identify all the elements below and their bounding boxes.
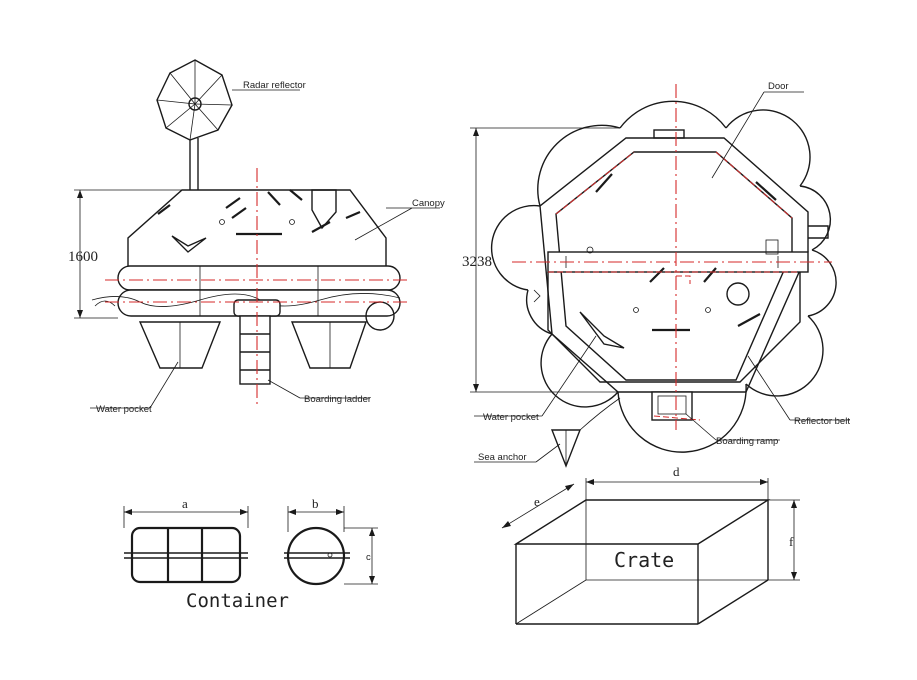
water-pocket-left (138, 321, 222, 369)
label-radar-reflector: Radar reflector (243, 80, 306, 91)
boarding-ramp (651, 391, 693, 421)
label-water-pocket-side: Water pocket (96, 404, 152, 415)
crate-title: Crate (614, 548, 674, 572)
dimension-c: c (366, 552, 371, 563)
reflector-belt-outline (490, 100, 837, 453)
container-drawing: a b c Container (123, 496, 378, 612)
dimension-a: a (182, 496, 188, 511)
dimension-e: e (534, 494, 540, 509)
label-sea-anchor: Sea anchor (478, 452, 527, 463)
label-boarding-ramp: Boarding ramp (716, 436, 778, 447)
label-door: Door (768, 81, 789, 92)
dimension-height: 1600 (68, 249, 98, 265)
label-boarding-ladder: Boarding ladder (304, 394, 371, 405)
boarding-ladder (239, 315, 271, 385)
dimension-b: b (312, 496, 319, 511)
dimension-f: f (789, 534, 794, 549)
upper-tube (117, 265, 401, 291)
radar-reflector-icon (156, 59, 233, 190)
crate-drawing: d e f Crate (501, 464, 800, 625)
label-water-pocket-top: Water pocket (483, 412, 539, 423)
label-reflector-belt: Reflector belt (794, 416, 850, 427)
label-canopy: Canopy (412, 198, 445, 209)
dimension-d: d (673, 464, 680, 479)
side-view: Radar reflector Canopy (68, 59, 445, 415)
top-view: 3238 Door Water pocket Sea anchor Boardi… (462, 81, 850, 468)
dimension-width: 3238 (462, 254, 492, 270)
water-pocket-right (290, 321, 367, 369)
container-title: Container (186, 590, 289, 612)
